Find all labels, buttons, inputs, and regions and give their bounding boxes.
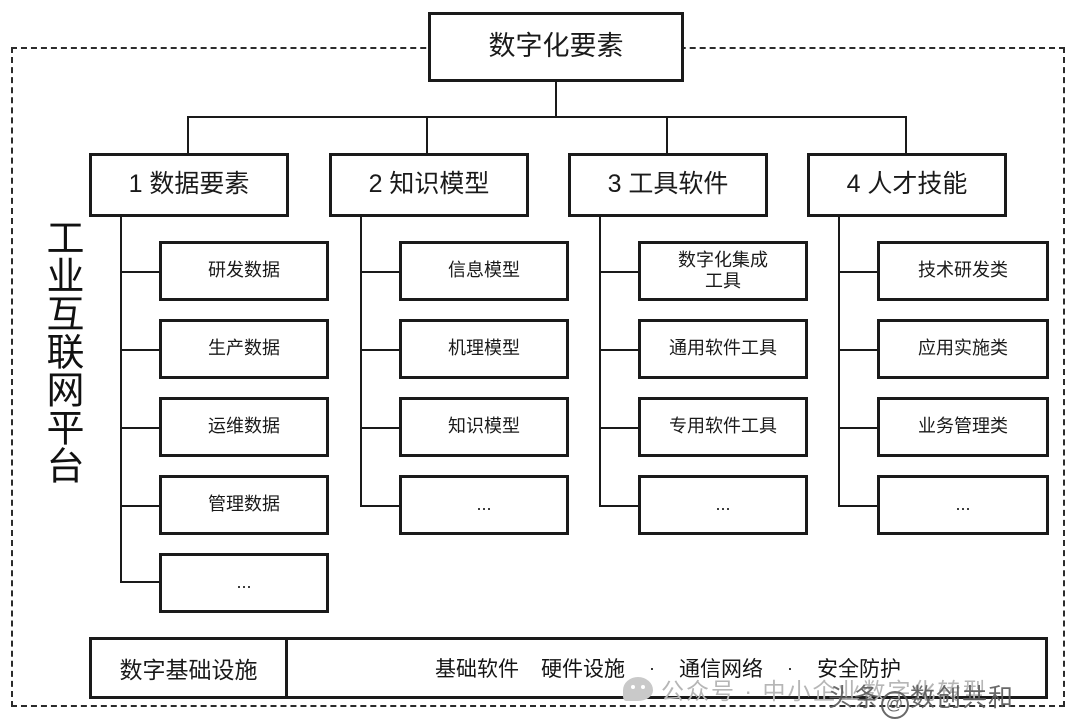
branch-3-4 <box>599 505 639 507</box>
branch-2-3 <box>360 427 400 429</box>
spine-category-3 <box>599 217 601 505</box>
branch-1-2 <box>120 349 160 351</box>
leaf-box-2-4[interactable]: ... <box>399 475 569 535</box>
platform-vertical-label: 工业互联网平台 <box>40 218 82 484</box>
leaf-box-1-4[interactable]: 管理数据 <box>159 475 329 535</box>
infra-separator-1: · <box>649 657 655 678</box>
infra-item-4[interactable]: 安全防护 <box>817 658 901 681</box>
leaf-box-4-2[interactable]: 应用实施类 <box>877 319 1049 379</box>
infra-item-2[interactable]: 硬件设施 <box>541 658 625 681</box>
connector-bus <box>187 116 906 118</box>
branch-4-3 <box>838 427 878 429</box>
leaf-box-3-1[interactable]: 数字化集成 工具 <box>638 241 808 301</box>
leaf-box-1-2[interactable]: 生产数据 <box>159 319 329 379</box>
spine-category-2 <box>360 217 362 505</box>
branch-1-4 <box>120 505 160 507</box>
branch-4-1 <box>838 271 878 273</box>
leaf-box-3-4[interactable]: ... <box>638 475 808 535</box>
category-box-1[interactable]: 1 数据要素 <box>89 153 289 217</box>
connector-drop-cat-3 <box>666 116 668 154</box>
branch-1-5 <box>120 581 160 583</box>
infra-item-1[interactable]: 基础软件 <box>435 658 519 681</box>
leaf-box-4-1[interactable]: 技术研发类 <box>877 241 1049 301</box>
infra-separator-2: · <box>787 657 793 678</box>
category-box-3[interactable]: 3 工具软件 <box>568 153 768 217</box>
leaf-box-3-2[interactable]: 通用软件工具 <box>638 319 808 379</box>
branch-2-2 <box>360 349 400 351</box>
root-node-digital-elements[interactable]: 数字化要素 <box>428 12 684 82</box>
category-box-2[interactable]: 2 知识模型 <box>329 153 529 217</box>
infrastructure-label[interactable]: 数字基础设施 <box>89 637 288 699</box>
branch-4-2 <box>838 349 878 351</box>
infrastructure-items: 基础软件 硬件设施 · 通信网络 · 安全防护 <box>288 637 1048 699</box>
leaf-box-1-3[interactable]: 运维数据 <box>159 397 329 457</box>
leaf-box-1-5[interactable]: ... <box>159 553 329 613</box>
spine-category-4 <box>838 217 840 505</box>
category-box-4[interactable]: 4 人才技能 <box>807 153 1007 217</box>
leaf-box-3-3[interactable]: 专用软件工具 <box>638 397 808 457</box>
connector-drop-cat-2 <box>426 116 428 154</box>
connector-drop-cat-4 <box>905 116 907 154</box>
leaf-box-2-2[interactable]: 机理模型 <box>399 319 569 379</box>
connector-drop-cat-1 <box>187 116 189 154</box>
spine-category-1 <box>120 217 122 581</box>
branch-3-3 <box>599 427 639 429</box>
branch-2-4 <box>360 505 400 507</box>
infra-item-3[interactable]: 通信网络 <box>679 658 763 681</box>
leaf-box-4-3[interactable]: 业务管理类 <box>877 397 1049 457</box>
branch-3-2 <box>599 349 639 351</box>
leaf-box-2-3[interactable]: 知识模型 <box>399 397 569 457</box>
branch-4-4 <box>838 505 878 507</box>
leaf-box-4-4[interactable]: ... <box>877 475 1049 535</box>
branch-2-1 <box>360 271 400 273</box>
connector-root-drop <box>555 82 557 117</box>
leaf-box-1-1[interactable]: 研发数据 <box>159 241 329 301</box>
branch-1-1 <box>120 271 160 273</box>
branch-1-3 <box>120 427 160 429</box>
leaf-box-2-1[interactable]: 信息模型 <box>399 241 569 301</box>
branch-3-1 <box>599 271 639 273</box>
